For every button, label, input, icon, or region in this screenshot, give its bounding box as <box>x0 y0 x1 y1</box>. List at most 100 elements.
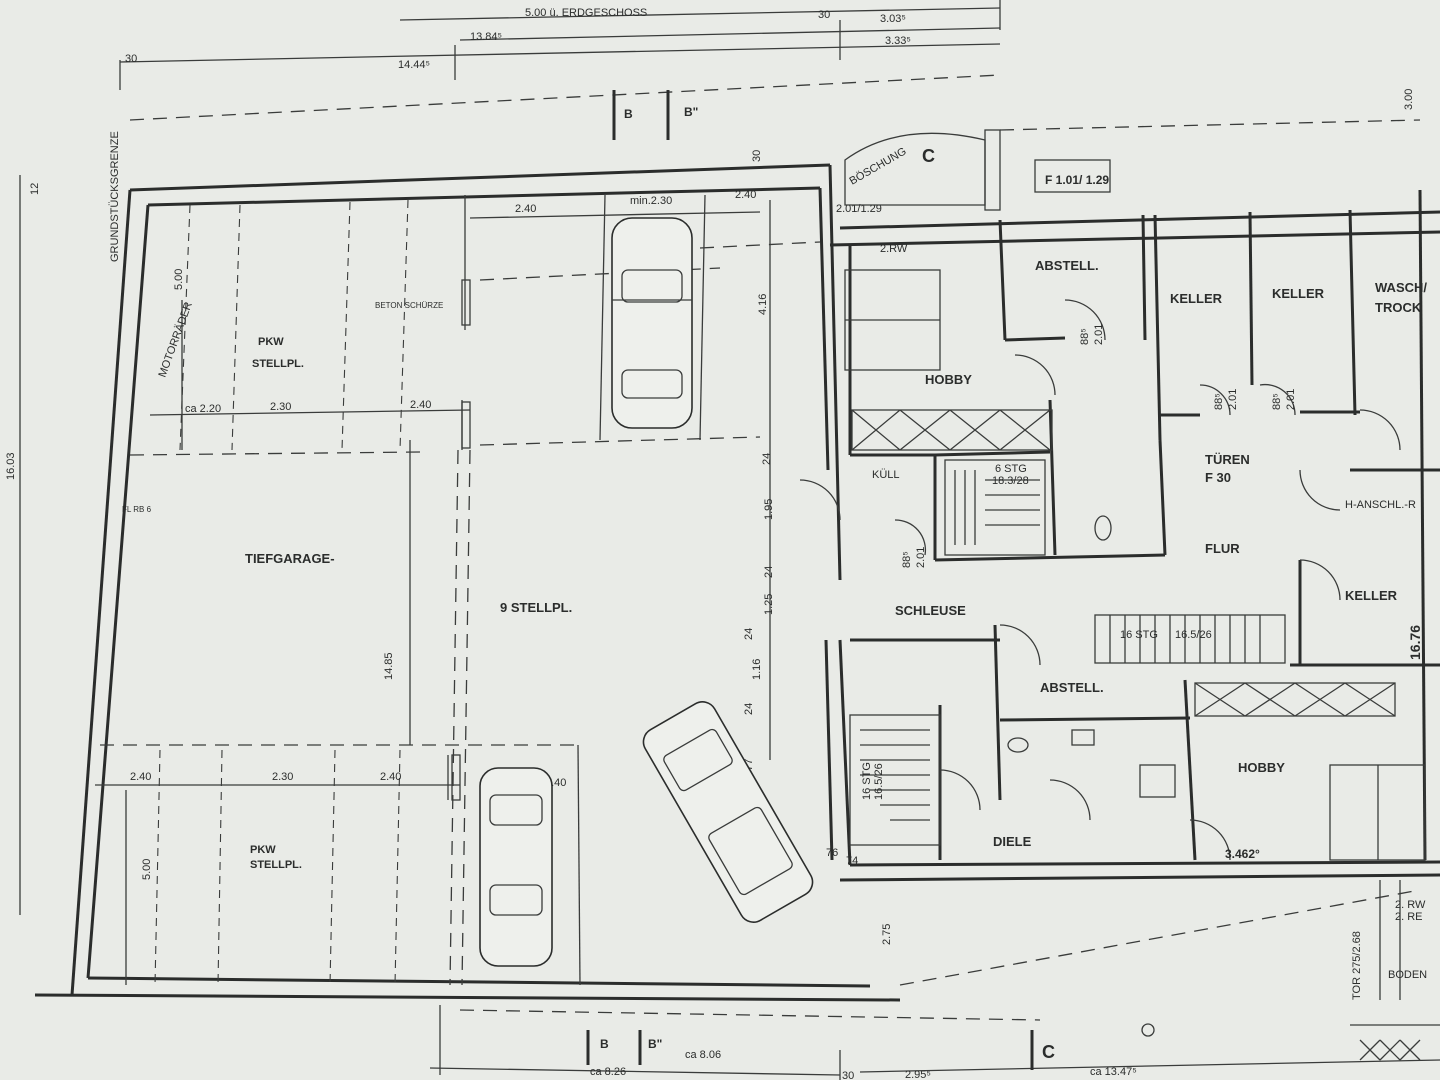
bottom-dim-30: 30 <box>842 1070 854 1080</box>
hobby-top-label: HOBBY <box>925 372 972 387</box>
door-dim-885-d: 88⁵ <box>901 551 913 568</box>
fl-rb-label: FL RB 6 <box>122 505 152 514</box>
stg16b-dim-label: 16.5/26 <box>873 763 885 800</box>
top-dim-3035: 3.03⁵ <box>880 13 906 25</box>
section-mark-b2-top: B" <box>684 105 698 119</box>
stellpl-label-bot: STELLPL. <box>250 859 302 871</box>
stg16-dim-label: 16.5/26 <box>1175 629 1212 641</box>
nine-stellpl-label: 9 STELLPL. <box>500 600 572 615</box>
car-bottom <box>479 767 553 967</box>
flur-label: FLUR <box>1205 541 1240 556</box>
abstell-top-label: ABSTELL. <box>1035 258 1099 273</box>
garage-dim-201-129: 2.01/1.29 <box>836 203 882 215</box>
top-dim-14445: 14.44⁵ <box>398 59 430 71</box>
garage-dim-240-top-right: 2.40 <box>735 189 756 201</box>
garage-dim-240-mid: 2.40 <box>410 399 431 411</box>
door-dim-201-d: 2.01 <box>915 547 927 568</box>
car-angled <box>642 701 814 923</box>
left-dim-1603: 16.03 <box>5 452 17 480</box>
f101-label: F 1.01/ 1.29 <box>1045 173 1109 187</box>
garage-dim-125: 1.25 <box>763 594 775 615</box>
driveway-lines <box>899 880 1440 1061</box>
bottom-dimension-lines <box>429 1005 1440 1080</box>
top-dimension-lines <box>119 0 1421 131</box>
garage-dim-500-bot: 5.00 <box>141 859 153 880</box>
building-walls <box>824 189 1440 882</box>
garage-dim-24b: 24 <box>763 566 775 578</box>
garage-dim-ca220: ca 2.20 <box>185 403 221 415</box>
stg16-label: 16 STG <box>1120 629 1158 641</box>
schleuse-label: SCHLEUSE <box>895 603 966 618</box>
car-top <box>611 217 693 429</box>
garage-dim-240-bot-left: 2.40 <box>130 771 151 783</box>
garage-dim-24a: 24 <box>761 453 773 465</box>
top-dim-30a: 30 <box>818 9 830 21</box>
garage-dim-1485: 14.85 <box>383 652 395 680</box>
garage-dim-230-bot: 2.30 <box>272 771 293 783</box>
h-anschl-label: H-ANSCHL.-R <box>1345 499 1416 511</box>
motorraeder-label: MOTORRÄDER <box>157 300 195 379</box>
boeschung-slope <box>844 129 1111 211</box>
keller3-label: KELLER <box>1345 588 1398 603</box>
door-dim-885-a: 88⁵ <box>1079 328 1091 345</box>
beton-schuerze-label: BETON SCHÜRZE <box>375 301 443 310</box>
door-dim-885-b: 88⁵ <box>1213 393 1225 410</box>
garage-dim-240-bot-mid: 2.40 <box>380 771 401 783</box>
stg6-dim-label: 18.3/28 <box>992 475 1029 487</box>
section-mark-b-top: B <box>624 107 633 121</box>
section-marks-top <box>612 90 670 140</box>
parking-stall-lines <box>95 194 821 986</box>
kuell-label: KÜLL <box>872 469 900 481</box>
bottom-dim-2955: 2.95⁵ <box>905 1069 931 1080</box>
rw2-label: 2. RW <box>1395 899 1426 911</box>
pkw-label-top: PKW <box>258 336 284 348</box>
tiefgarage-label: TIEFGARAGE- <box>245 551 335 566</box>
garage-walls <box>34 163 901 1002</box>
hobby-shelves <box>844 269 1426 861</box>
dim-3462: 3.462° <box>1225 847 1260 861</box>
stg6-label: 6 STG <box>995 463 1027 475</box>
door-dim-201-b: 2.01 <box>1227 389 1239 410</box>
section-mark-c-bot: C <box>1042 1042 1055 1062</box>
garage-dim-30-vert: 30 <box>751 150 763 162</box>
garage-dim-min230: min.2.30 <box>630 195 672 207</box>
garage-dim-24d: 24 <box>743 703 755 715</box>
left-dim-12: 12 <box>29 183 41 195</box>
top-dim-3335: 3.33⁵ <box>885 35 911 47</box>
stg16b-label: 16 STG <box>861 762 873 800</box>
trock-label: TROCK <box>1375 300 1422 315</box>
staircases <box>849 459 1286 846</box>
pkw-label-bot: PKW <box>250 844 276 856</box>
garage-dim-240-top-left: 2.40 <box>515 203 536 215</box>
tor-label: TOR 275/2.68 <box>1351 931 1363 1000</box>
dim-1676: 16.76 <box>1407 625 1423 660</box>
re2-label: 2. RE <box>1395 911 1423 923</box>
section-mark-b2-bot: B" <box>648 1037 662 1051</box>
bottom-dim-ca826: ca 8.26 <box>590 1066 626 1078</box>
bottom-dim-ca13475: ca 13.47⁵ <box>1090 1066 1137 1078</box>
grundstuecksgrenze-label: GRUNDSTÜCKSGRENZE <box>109 131 121 262</box>
garage-dim-416: 4.16 <box>757 294 769 315</box>
wasch-label: WASCH/ <box>1375 280 1427 295</box>
section-mark-b-bot: B <box>600 1037 609 1051</box>
top-dim-erdgeschoss: 5.00 ü. ERDGESCHOSS <box>525 7 647 19</box>
rw-label: 2.RW <box>880 243 908 255</box>
top-dim-30b: 30 <box>125 53 137 65</box>
top-dim-300-right: 3.00 <box>1403 89 1415 110</box>
f30-label: F 30 <box>1205 470 1231 485</box>
keller1-label: KELLER <box>1170 291 1223 306</box>
garage-dim-500-top: 5.00 <box>173 269 185 290</box>
sanitary-fixtures <box>1007 515 1176 798</box>
tueren-label: TÜREN <box>1205 452 1250 467</box>
garage-dim-230-mid: 2.30 <box>270 401 291 413</box>
bottom-dim-ca806: ca 8.06 <box>685 1049 721 1061</box>
garage-dim-195: 1.95 <box>763 499 775 520</box>
door-dim-201-a: 2.01 <box>1093 324 1105 345</box>
hobby-bot-label: HOBBY <box>1238 760 1285 775</box>
keller2-label: KELLER <box>1272 286 1325 301</box>
stellpl-label-top: STELLPL. <box>252 358 304 370</box>
door-dim-201-c: 2.01 <box>1285 389 1297 410</box>
door-dim-885-c: 88⁵ <box>1271 393 1283 410</box>
garage-dim-116: 1.16 <box>751 659 763 680</box>
